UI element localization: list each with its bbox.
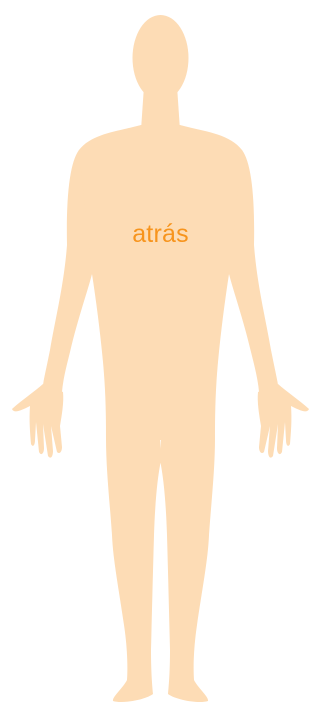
back-label: atrás [0, 218, 321, 250]
neck [141, 86, 180, 130]
left-leg [106, 438, 161, 702]
body-silhouette [12, 15, 309, 702]
left-hand [12, 384, 63, 458]
right-hand [258, 384, 309, 458]
right-leg [160, 438, 215, 702]
torso [67, 125, 254, 440]
